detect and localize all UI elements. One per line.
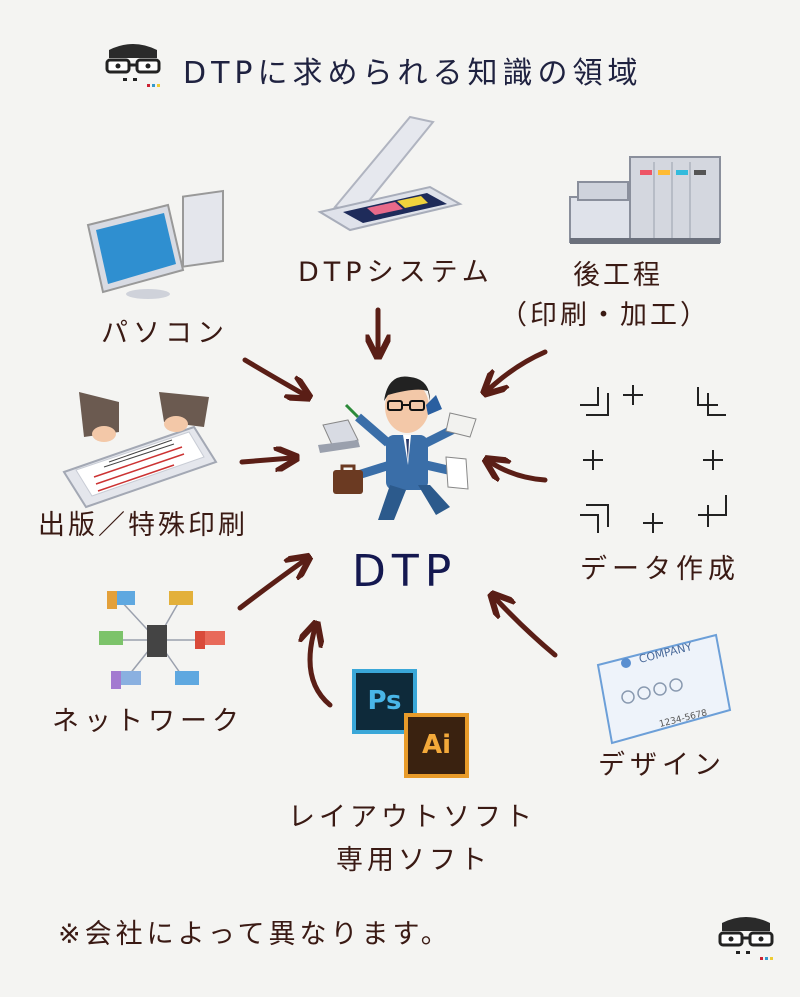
arrow-from-post-process	[488, 349, 548, 390]
crop-marks-icon	[580, 385, 727, 533]
mascot-glasses-icon	[105, 44, 161, 87]
multitasking-worker-icon	[318, 376, 477, 520]
mascot-glasses-icon	[718, 917, 774, 960]
arrow-from-layout-software	[310, 628, 333, 708]
node-dtp-system-label: DTPシステム	[298, 257, 494, 288]
proofreading-icon	[62, 392, 218, 509]
node-post-process-label-1: 後工程	[573, 260, 663, 291]
node-design-label: デザイン	[598, 750, 726, 781]
arrow-from-publishing	[239, 458, 292, 462]
arrow-from-design	[495, 598, 558, 658]
node-pc-label: パソコン	[101, 318, 229, 349]
network-icon	[99, 591, 225, 689]
node-post-process-label-2: （印刷・加工）	[500, 300, 710, 331]
business-card-icon: COMPANY 1234-5678	[596, 633, 732, 745]
footnote: ※会社によって異なります。	[58, 919, 452, 950]
printing-machine-icon	[569, 156, 721, 244]
arrow-from-network	[237, 560, 305, 611]
illustrator-icon: Ai	[404, 713, 469, 778]
photoshop-icon: Ps	[352, 669, 417, 734]
node-network-label: ネットワーク	[52, 706, 244, 737]
node-data-creation-label: データ作成	[580, 554, 740, 585]
page-title: DTPに求められる知識の領域	[183, 56, 643, 91]
scanner-icon	[317, 115, 463, 232]
arrow-from-data-creation	[490, 462, 548, 483]
node-layout-software-label-2: 専用ソフト	[336, 845, 491, 876]
node-layout-software-label-1: レイアウトソフト	[288, 802, 536, 833]
arrow-from-pc	[242, 357, 305, 395]
node-publishing-label: 出版／特殊印刷	[38, 510, 248, 541]
center-dtp-label: DTP	[352, 546, 458, 597]
pc-icon	[86, 189, 224, 299]
